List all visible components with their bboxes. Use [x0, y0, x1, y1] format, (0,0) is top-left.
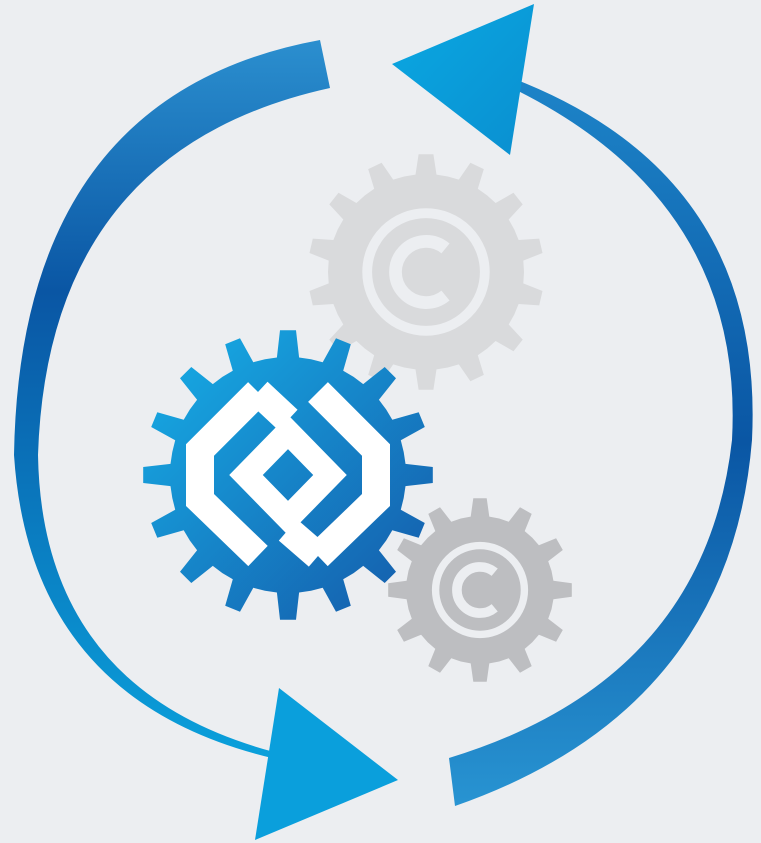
top-arrowhead — [392, 4, 534, 155]
gear-body — [143, 330, 433, 620]
right-cycle-arrow — [392, 4, 753, 806]
logo-right-bracket — [308, 382, 390, 567]
copyright-c-glyph — [389, 235, 450, 309]
copyright-c-glyph — [452, 562, 498, 618]
logo-link-bottom — [278, 519, 328, 567]
copyright-ring — [362, 208, 490, 336]
gear-top-copyright-icon — [309, 154, 543, 390]
logo-inner-diamond — [229, 414, 347, 536]
logo-link-top — [248, 381, 298, 431]
logo-left-bracket — [186, 382, 268, 567]
gear-body — [388, 498, 572, 682]
logo-symbol — [186, 381, 390, 567]
blue-gear-logo-icon — [143, 330, 433, 620]
left-cycle-arrow — [14, 40, 398, 840]
right-arc-band — [449, 78, 753, 806]
copyright-ring — [431, 541, 529, 639]
gear-body — [309, 154, 543, 390]
bottom-arrowhead — [255, 688, 398, 840]
left-arc-band — [14, 40, 330, 758]
gear-bottom-copyright-icon — [388, 498, 572, 682]
